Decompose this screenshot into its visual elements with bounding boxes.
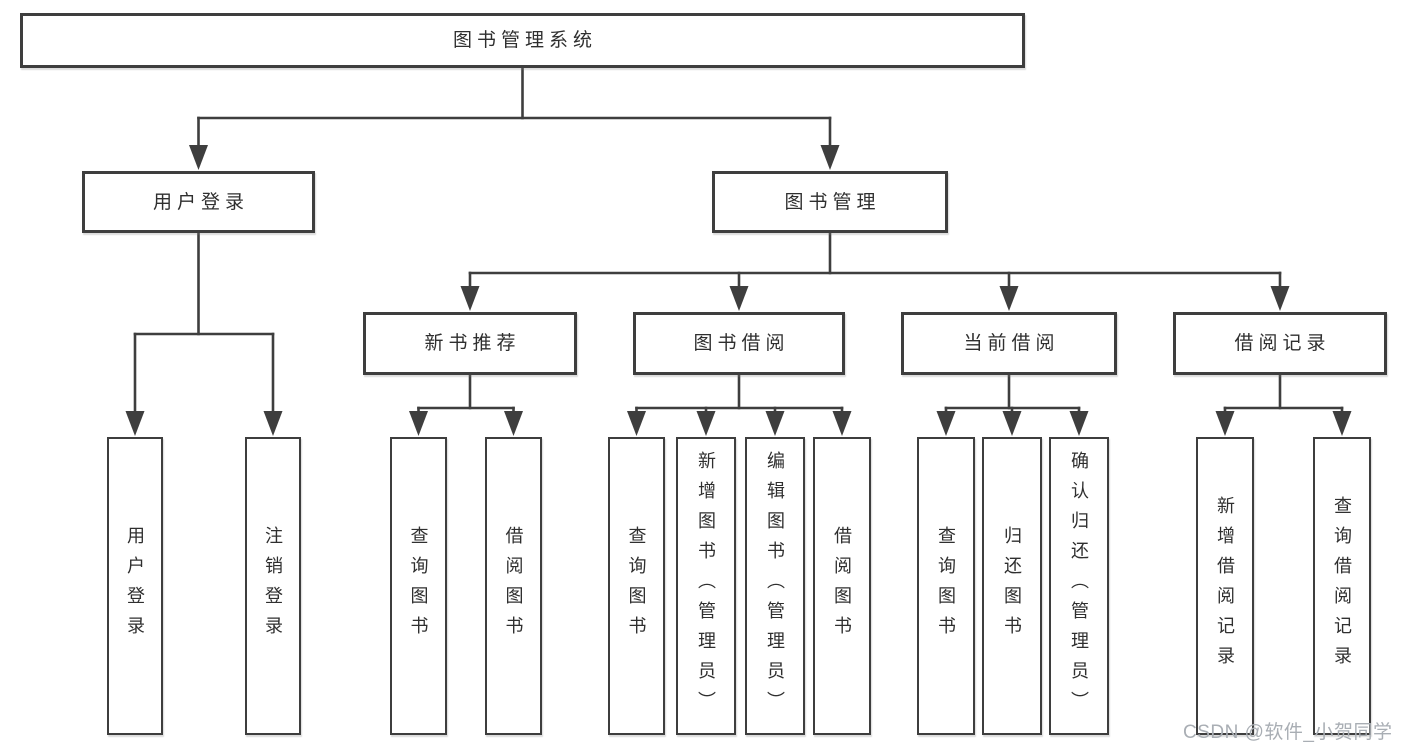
node-label-leaf-confirm-return-admin: 确认归还（管理员） <box>1069 451 1089 721</box>
node-label-current-borrow: 当前借阅 <box>963 333 1060 354</box>
node-leaf-query-book-current: 查询图书 <box>917 437 975 735</box>
node-label-user-login: 用户登录 <box>152 191 249 213</box>
node-label-book-borrow: 图书借阅 <box>693 333 790 354</box>
arrowhead-icon-leaf-borrow-book-new <box>504 411 523 436</box>
arrowhead-icon-borrow-record <box>1270 286 1290 311</box>
node-borrow-record: 借阅记录 <box>1173 312 1387 375</box>
node-leaf-edit-book-admin: 编辑图书（管理员） <box>745 437 805 735</box>
node-label-leaf-edit-book-admin: 编辑图书（管理员） <box>765 451 785 721</box>
arrowhead-icon-leaf-edit-book-admin <box>765 411 785 436</box>
node-leaf-login: 用户登录 <box>107 437 163 735</box>
arrowhead-icon-leaf-confirm-return-admin <box>1069 411 1089 436</box>
node-leaf-query-borrow-record: 查询借阅记录 <box>1313 437 1371 735</box>
node-new-book: 新书推荐 <box>363 312 577 375</box>
arrowhead-icon-user-login <box>189 145 208 170</box>
arrowhead-icon-leaf-query-book-new <box>409 411 428 436</box>
node-label-borrow-record: 借阅记录 <box>1234 333 1331 354</box>
node-leaf-query-book-new: 查询图书 <box>390 437 447 735</box>
arrowhead-icon-book-borrow <box>729 286 749 311</box>
arrowhead-icon-leaf-add-borrow-record <box>1215 411 1235 436</box>
watermark: CSDN @软件_小贺同学 <box>1183 722 1393 743</box>
node-leaf-confirm-return-admin: 确认归还（管理员） <box>1049 437 1109 735</box>
node-label-root: 图书管理系统 <box>452 30 597 51</box>
arrowhead-icon-leaf-logout <box>263 411 283 436</box>
node-leaf-borrow-book: 借阅图书 <box>813 437 871 735</box>
arrowhead-icon-leaf-add-book-admin <box>696 411 716 436</box>
node-label-leaf-query-book-borrow: 查询图书 <box>626 526 647 646</box>
node-root: 图书管理系统 <box>20 13 1025 68</box>
node-label-leaf-login: 用户登录 <box>125 526 145 646</box>
arrowhead-icon-leaf-login <box>125 411 145 436</box>
arrowhead-icon-leaf-query-book-current <box>936 411 956 436</box>
node-label-leaf-return-book: 归还图书 <box>1002 526 1022 646</box>
node-user-login: 用户登录 <box>82 171 315 233</box>
node-label-leaf-query-book-new: 查询图书 <box>408 526 429 646</box>
node-label-leaf-query-borrow-record: 查询借阅记录 <box>1332 496 1352 676</box>
arrowhead-icon-leaf-borrow-book <box>832 411 852 436</box>
node-leaf-logout: 注销登录 <box>245 437 301 735</box>
node-label-leaf-logout: 注销登录 <box>263 526 283 646</box>
node-current-borrow: 当前借阅 <box>901 312 1117 375</box>
node-label-leaf-add-borrow-record: 新增借阅记录 <box>1215 496 1235 676</box>
node-book-borrow: 图书借阅 <box>633 312 845 375</box>
arrowhead-icon-leaf-query-book-borrow <box>627 411 646 436</box>
node-leaf-query-book-borrow: 查询图书 <box>608 437 665 735</box>
node-label-new-book: 新书推荐 <box>424 333 521 354</box>
node-label-leaf-add-book-admin: 新增图书（管理员） <box>696 451 716 721</box>
node-book-mgmt: 图书管理 <box>712 171 948 233</box>
node-leaf-add-borrow-record: 新增借阅记录 <box>1196 437 1254 735</box>
node-label-book-mgmt: 图书管理 <box>784 191 881 213</box>
arrowhead-icon-new-book <box>460 286 480 311</box>
arrowhead-icon-book-mgmt <box>820 145 840 170</box>
node-leaf-return-book: 归还图书 <box>982 437 1042 735</box>
node-leaf-borrow-book-new: 借阅图书 <box>485 437 542 735</box>
node-label-leaf-query-book-current: 查询图书 <box>936 526 956 646</box>
arrowhead-icon-leaf-return-book <box>1002 411 1022 436</box>
node-leaf-add-book-admin: 新增图书（管理员） <box>676 437 736 735</box>
node-label-leaf-borrow-book: 借阅图书 <box>832 526 852 646</box>
node-label-leaf-borrow-book-new: 借阅图书 <box>503 526 524 646</box>
arrowhead-icon-current-borrow <box>999 286 1019 311</box>
arrowhead-icon-leaf-query-borrow-record <box>1332 411 1352 436</box>
